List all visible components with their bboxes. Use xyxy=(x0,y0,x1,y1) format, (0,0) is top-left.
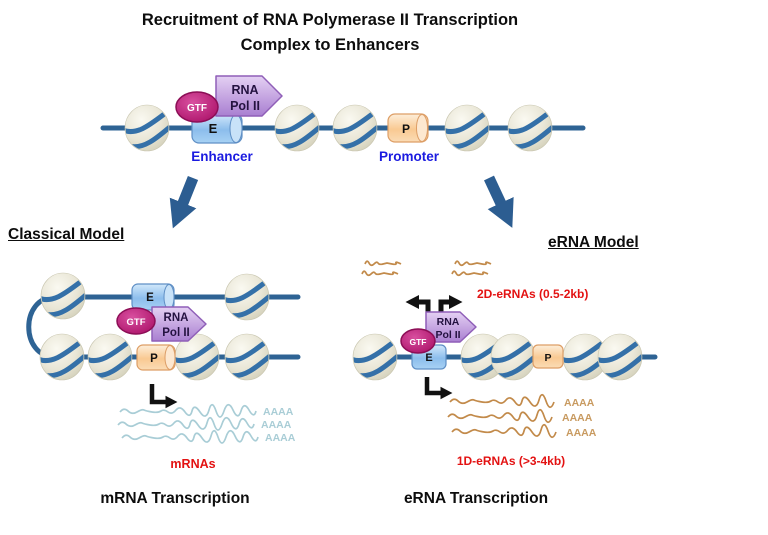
gtf-label: GTF xyxy=(410,337,427,347)
nucleosome-icon xyxy=(223,334,271,380)
mrna-wave xyxy=(117,416,255,431)
erna-squiggle xyxy=(454,260,492,267)
pol-label-line2: Pol II xyxy=(435,329,460,341)
enhancer-box-label: E xyxy=(425,352,432,364)
rna-pol-ii-badge: RNA Pol II xyxy=(425,311,477,343)
branch-arrow-right xyxy=(484,175,514,228)
erna-squiggle xyxy=(361,270,399,277)
pol-label-line1: RNA xyxy=(164,312,189,324)
nucleosome-icon xyxy=(351,334,399,380)
enhancer-box-label: E xyxy=(209,121,218,136)
promoter-box-label: P xyxy=(544,352,551,364)
classical-model-diagram: E RNA Pol II GTF P AAAA xyxy=(26,273,301,471)
erna-polya-tail: AAAA xyxy=(566,427,597,439)
top-chromatin-diagram: E RNA Pol II GTF P Enhancer Promoter xyxy=(100,75,586,164)
nucleosome-icon xyxy=(39,273,87,319)
mrna-polya-tail: AAAA xyxy=(263,406,294,418)
nucleosome-icon xyxy=(273,105,321,151)
mrna-waves xyxy=(117,403,259,444)
nucleosome-icon xyxy=(86,334,134,380)
erna-polya-tail: AAAA xyxy=(562,412,593,424)
gtf-label: GTF xyxy=(187,103,207,114)
1d-erna-label: 1D-eRNAs (>3-4kb) xyxy=(457,454,565,468)
enhancer-box: E xyxy=(131,283,175,311)
gtf-badge: GTF xyxy=(175,91,219,123)
erna-squiggle xyxy=(364,260,402,267)
erna-model-diagram: 2D-eRNAs (0.5-2kb) RNA Pol II E GTF xyxy=(351,260,658,468)
mrna-polya-tail: AAAA xyxy=(265,432,296,444)
2d-erna-label: 2D-eRNAs (0.5-2kb) xyxy=(477,287,588,301)
promoter-box: P xyxy=(136,344,176,371)
promoter-box-label: P xyxy=(150,353,158,365)
enhancer-label: Enhancer xyxy=(191,149,253,164)
nucleosome-icon xyxy=(223,274,271,320)
erna-squiggle xyxy=(451,270,489,277)
mrnas-label: mRNAs xyxy=(170,457,215,471)
rna-pol-ii-badge: RNA Pol II xyxy=(215,75,283,117)
nucleosome-icon xyxy=(596,334,644,380)
pol-label-line2: Pol II xyxy=(162,327,189,339)
mrna-polya-tail: AAAA xyxy=(261,419,292,431)
rna-pol-ii-badge: RNA Pol II xyxy=(151,306,207,342)
erna-waves xyxy=(447,393,557,439)
erna-wave xyxy=(449,393,555,409)
gtf-badge: GTF xyxy=(400,328,436,354)
promoter-box-label: P xyxy=(402,122,410,136)
mrna-transcription-caption: mRNA Transcription xyxy=(100,490,250,507)
figure-title: Recruitment of RNA Polymerase II Transcr… xyxy=(0,8,660,58)
enhancer-box-label: E xyxy=(146,292,154,304)
nucleosome-icon xyxy=(38,334,86,380)
nucleosome-icon xyxy=(443,105,491,151)
tss-arrow xyxy=(424,377,453,400)
pol-label-line1: RNA xyxy=(437,316,460,328)
gtf-label: GTF xyxy=(127,317,146,328)
tss-arrow xyxy=(149,384,178,409)
pol-label-line1: RNA xyxy=(231,83,258,97)
branch-arrow-left xyxy=(169,175,199,229)
figure-title-line1: Recruitment of RNA Polymerase II Transcr… xyxy=(141,11,519,29)
promoter-label: Promoter xyxy=(379,149,440,164)
mrna-wave xyxy=(121,429,259,444)
erna-squiggle-clusters xyxy=(361,260,492,277)
nucleosome-icon xyxy=(123,105,171,151)
gtf-badge: GTF xyxy=(116,307,156,335)
figure-title-line2: Complex to Enhancers xyxy=(240,35,420,54)
pol-label-line2: Pol II xyxy=(230,99,260,113)
mrna-wave xyxy=(119,403,257,418)
erna-transcription-caption: eRNA Transcription xyxy=(403,490,549,507)
nucleosome-icon xyxy=(506,105,554,151)
classical-model-heading: Classical Model xyxy=(8,226,125,243)
erna-wave xyxy=(451,423,557,439)
promoter-box: P xyxy=(387,113,429,143)
nucleosome-icon xyxy=(331,105,379,151)
erna-wave xyxy=(447,408,553,424)
promoter-box: P xyxy=(532,344,564,369)
erna-model-heading: eRNA Model xyxy=(548,234,639,251)
erna-polya-tail: AAAA xyxy=(564,397,595,409)
